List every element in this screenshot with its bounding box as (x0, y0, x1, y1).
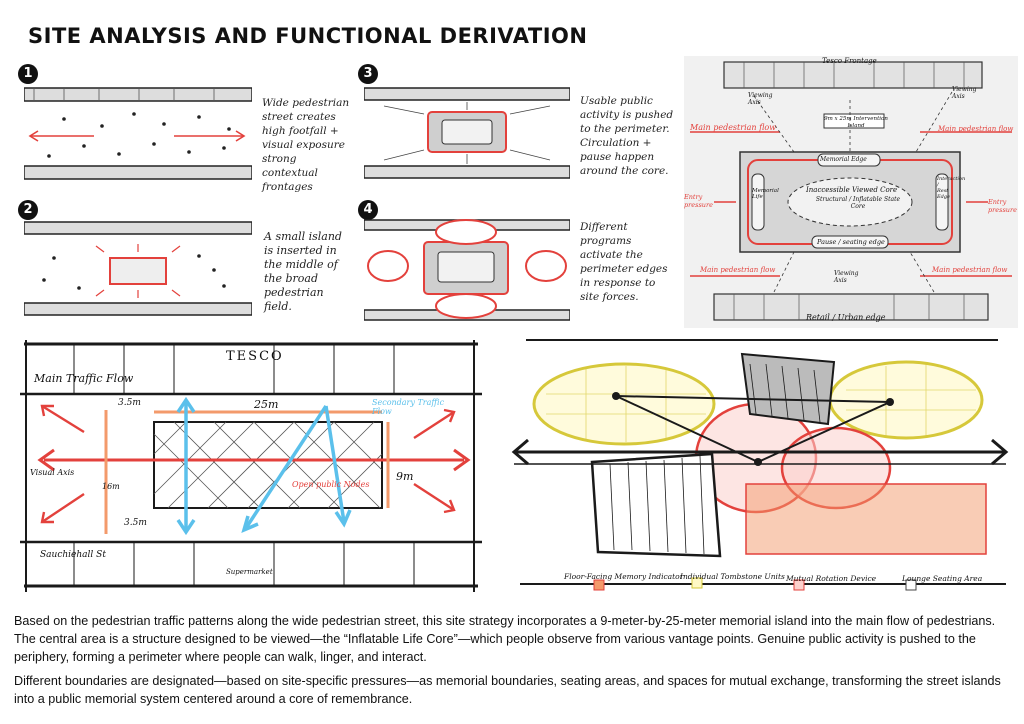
viewing-axis-label-tr: Viewing Axis (952, 86, 977, 100)
step-4-note: Different programs activate the perimete… (580, 221, 668, 303)
dimension-plan-diagram (14, 334, 488, 600)
site-plan-diagram (684, 56, 1018, 328)
legend-label-2: Individual Tombstone Units (680, 572, 785, 581)
legend-label-1: Floor-Facing Memory Indicator (564, 572, 684, 581)
caption-paragraph-1: Based on the pedestrian traffic patterns… (14, 614, 996, 664)
main-traffic-label: Main Traffic Flow (34, 372, 134, 385)
step-2-badge: 2 (18, 200, 38, 220)
memorial-edge-label: Memorial Edge (820, 156, 867, 163)
step-1-note: Wide pedestrian street creates high foot… (262, 97, 350, 193)
legend-label-4: Lounge Seating Area (902, 574, 983, 583)
open-public-label: Open public Nodes (292, 480, 370, 489)
step-4-badge: 4 (358, 200, 378, 220)
program-sketch-diagram (506, 334, 1016, 600)
visual-axis-label: Visual Axis (30, 468, 75, 477)
core-label: Inaccessible Viewed Core (806, 186, 898, 194)
main-flow-label-tl: Main pedestrian flow (690, 123, 777, 132)
step-1-badge: 1 (18, 64, 38, 84)
pause-edge-label: Pause / seating edge (817, 238, 885, 246)
step-2-sketch (24, 218, 252, 318)
entry-pressure-right: Entry pressure (988, 198, 1017, 214)
retail-edge-label: Retail / Urban edge (806, 313, 886, 322)
dim-25m-label: 25m (254, 398, 279, 411)
step-3-sketch (364, 84, 570, 182)
secondary-flow-label: Secondary Traffic Flow (372, 398, 445, 416)
step-1-sketch (24, 84, 252, 182)
step-2-note: A small island is inserted in the middle… (264, 230, 342, 313)
supermarket-label: Supermarket (226, 568, 273, 576)
legend-label-3: Mutual Rotation Device (786, 574, 877, 583)
core-sub-label: Structural / Inflatable State Core (815, 196, 901, 210)
dim-16m-label: 16m (102, 482, 120, 491)
caption-paragraph-2: Different boundaries are designated—base… (14, 674, 1001, 706)
main-flow-label-bl: Main pedestrian flow (700, 266, 776, 274)
sauchiehall-label: Sauchiehall St (40, 550, 106, 560)
tesco-label: TESCO (226, 349, 284, 364)
step-4-sketch (364, 218, 570, 322)
main-flow-label-br: Main pedestrian flow (932, 266, 1008, 274)
main-flow-label-tr: Main pedestrian flow (938, 125, 1014, 133)
viewing-axis-label-bottom: Viewing Axis (834, 270, 859, 284)
interaction-edge-label: Interaction / Rest Edge (937, 176, 965, 200)
step-3-badge: 3 (358, 64, 378, 84)
tesco-frontage-label: Tesco Frontage (822, 57, 877, 65)
island-label: 9m x 25m Intervention Island (824, 116, 888, 129)
entry-pressure-left: Entry pressure (684, 193, 713, 209)
step-3-note: Usable public activity is pushed to the … (580, 95, 674, 177)
dim-35m-bottom-label: 3.5m (124, 518, 147, 528)
dim-9m-label: 9m (396, 470, 414, 483)
dim-35m-top-label: 3.5m (118, 398, 141, 408)
memorial-life-label: Memorial Life (752, 188, 779, 200)
page-title: SITE ANALYSIS AND FUNCTIONAL DERIVATION (28, 24, 588, 48)
viewing-axis-label-tl: Viewing Axis (748, 92, 773, 106)
